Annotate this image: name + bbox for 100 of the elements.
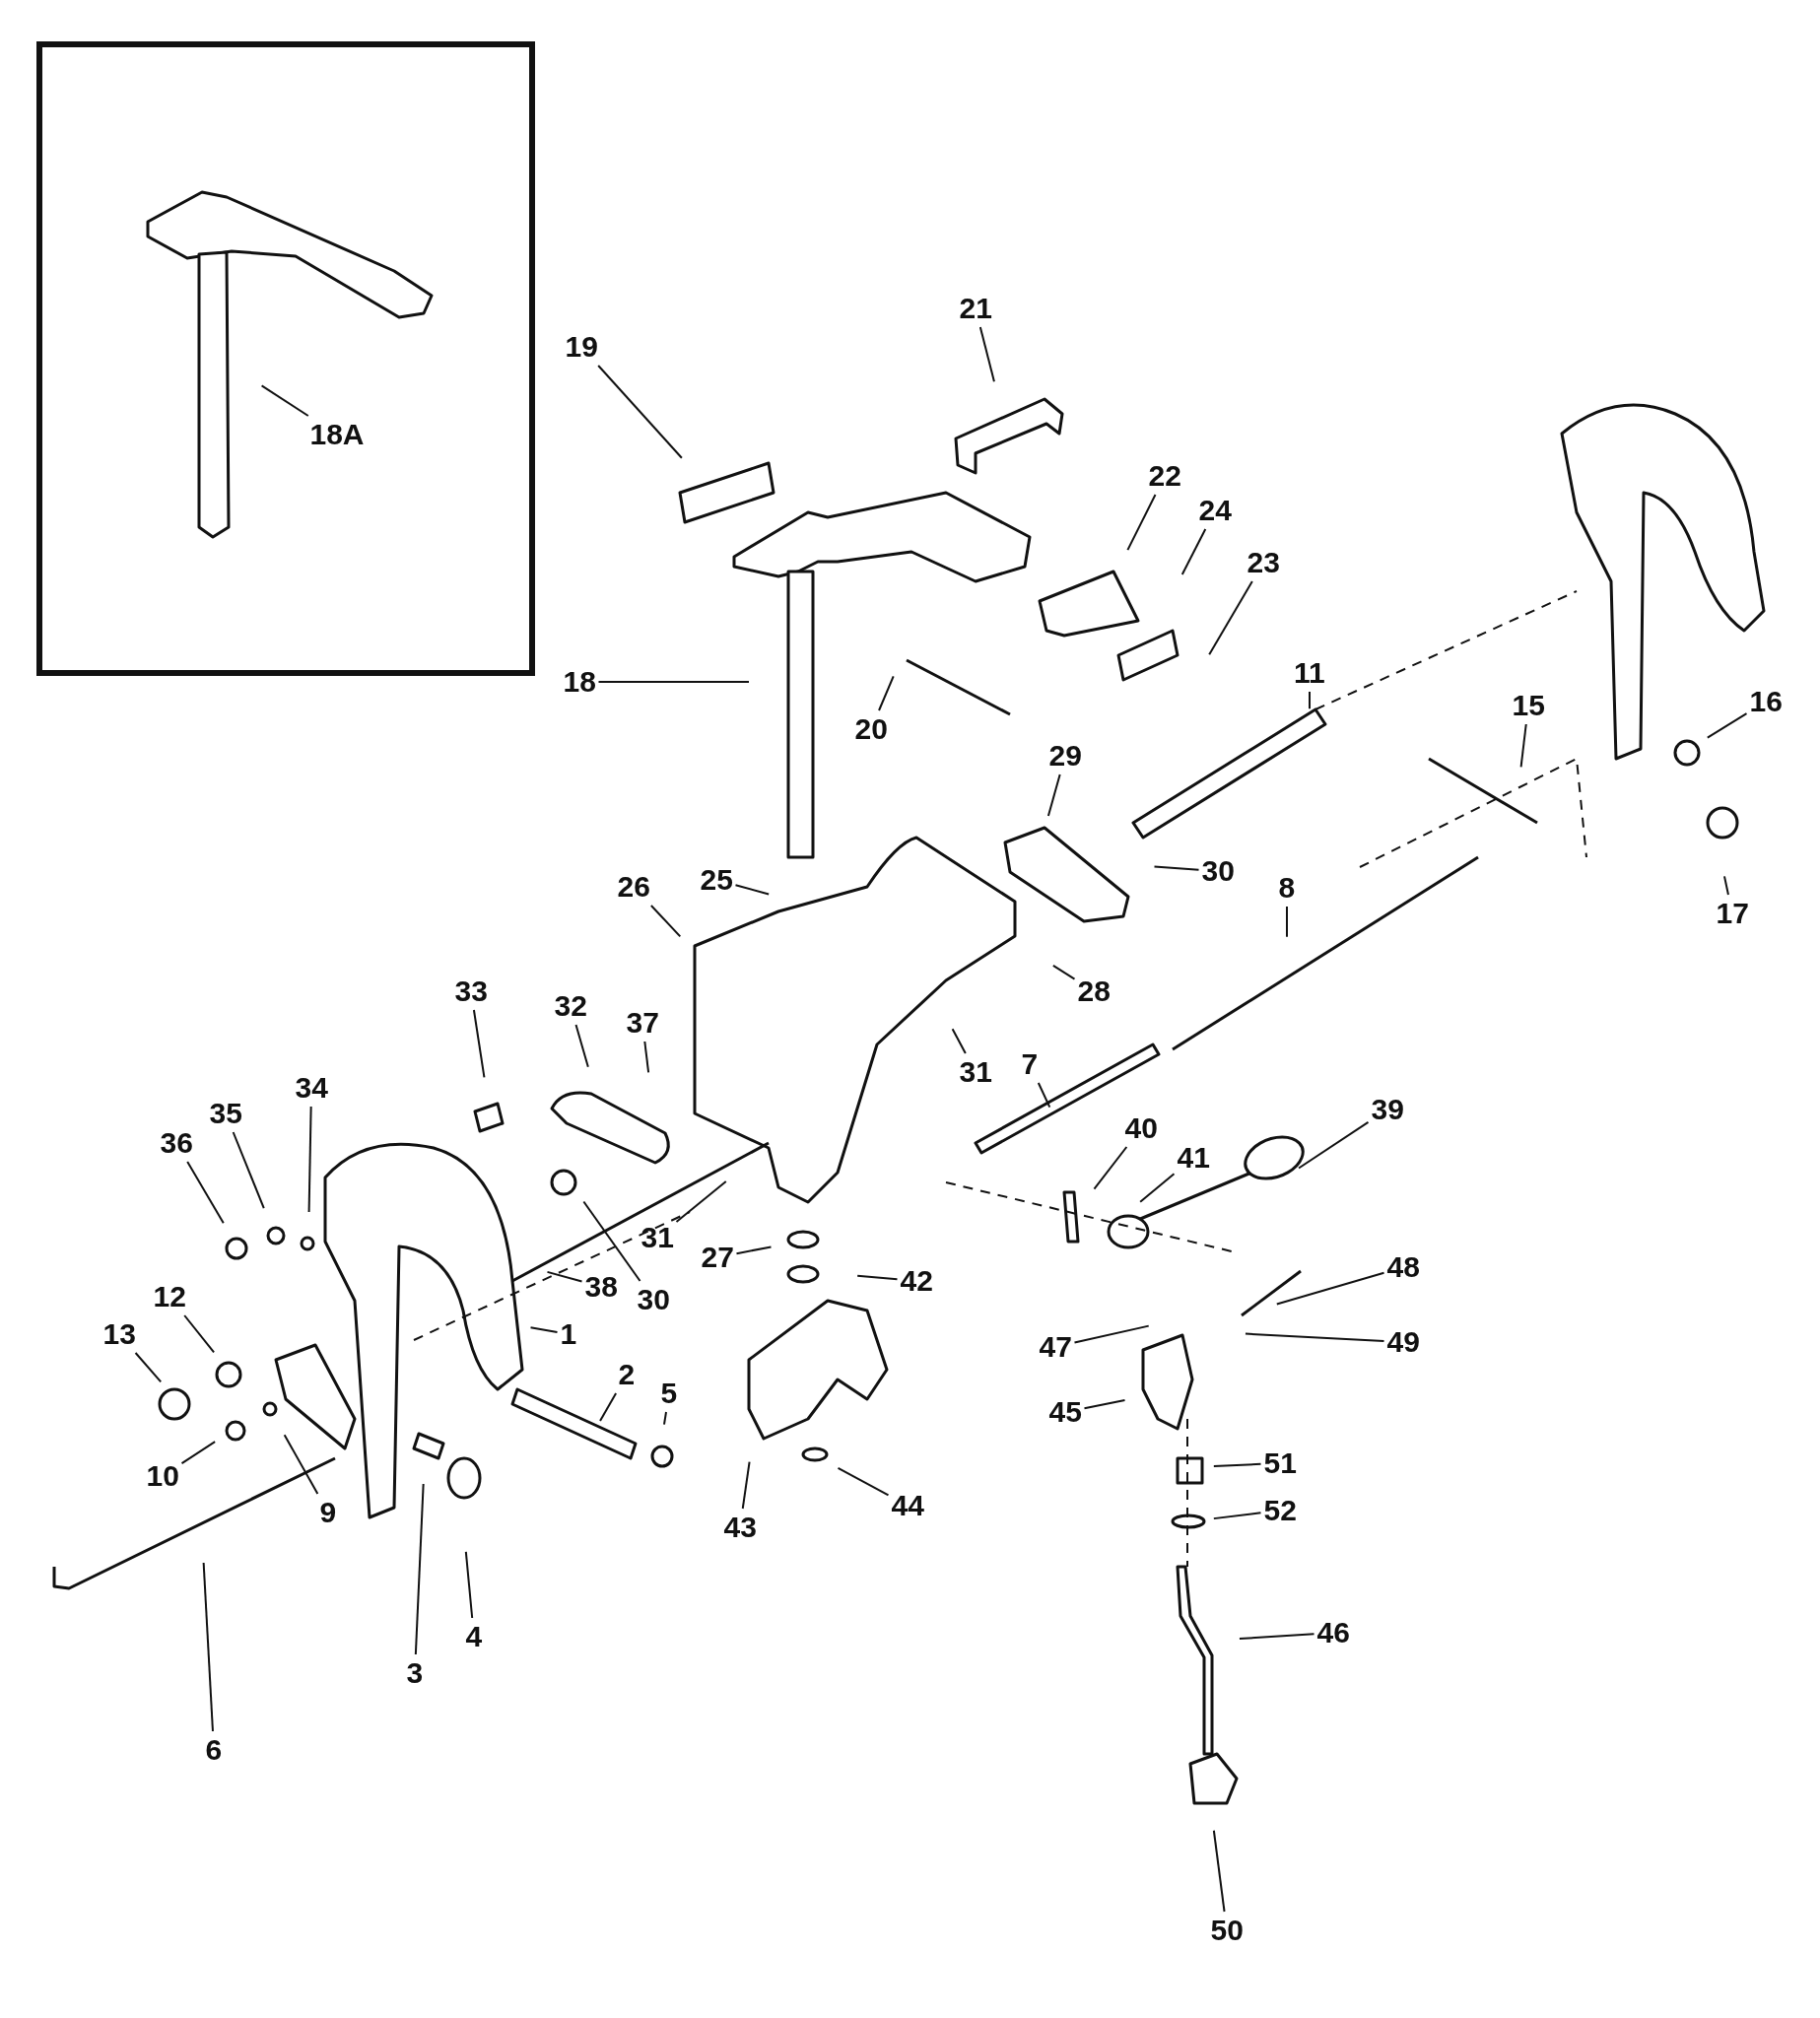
callout-number: 25 xyxy=(700,864,733,896)
callout-number: 13 xyxy=(102,1318,136,1350)
callout-number: 44 xyxy=(891,1490,924,1521)
callout-number: 10 xyxy=(146,1460,179,1492)
leader-line xyxy=(260,384,309,417)
callout-number: 43 xyxy=(723,1512,757,1543)
callout-number: 17 xyxy=(1716,898,1749,929)
callout-number: 31 xyxy=(640,1222,674,1253)
callout-number: 36 xyxy=(160,1127,193,1159)
leader-line xyxy=(472,1009,486,1079)
leader-line xyxy=(597,365,683,459)
callout-number: 20 xyxy=(854,713,888,745)
leader-line xyxy=(186,1161,225,1225)
callout-number: 33 xyxy=(454,975,488,1007)
leader-line xyxy=(734,884,771,896)
leader-line xyxy=(1244,1332,1385,1342)
leader-line xyxy=(978,326,995,383)
callout-number: 42 xyxy=(900,1265,933,1297)
callout-number: 30 xyxy=(1201,855,1235,887)
callout-number: 6 xyxy=(205,1734,223,1766)
leader-line xyxy=(1706,712,1748,739)
leader-line xyxy=(878,675,895,711)
leader-line xyxy=(663,1411,667,1426)
callout-number: 16 xyxy=(1749,686,1783,717)
leader-line xyxy=(1037,1082,1051,1109)
callout-number: 21 xyxy=(959,293,992,324)
callout-number: 15 xyxy=(1512,690,1545,721)
leader-line xyxy=(464,1550,474,1619)
leader-line xyxy=(1723,875,1729,896)
leader-line xyxy=(1083,1399,1126,1410)
leader-line xyxy=(735,1245,773,1255)
callout-number: 12 xyxy=(153,1281,186,1312)
leader-line xyxy=(856,1274,899,1281)
callout-number: 4 xyxy=(465,1621,483,1652)
callout-number: 22 xyxy=(1148,460,1181,492)
leader-line xyxy=(649,905,682,938)
leader-line xyxy=(1208,580,1253,656)
callout-number: 52 xyxy=(1263,1495,1297,1526)
callout-number: 50 xyxy=(1210,1915,1244,1946)
callout-number: 11 xyxy=(1294,657,1325,689)
callout-number: 26 xyxy=(617,871,650,903)
callout-number: 18 xyxy=(563,666,596,698)
leader-line xyxy=(1212,1512,1262,1520)
leader-line xyxy=(1212,1462,1262,1467)
callout-number: 2 xyxy=(618,1359,636,1390)
leader-line xyxy=(1180,528,1207,575)
leader-line xyxy=(134,1352,163,1383)
callout-number: 32 xyxy=(554,990,587,1022)
leader-line xyxy=(1153,865,1200,871)
callout-number: 48 xyxy=(1386,1251,1420,1283)
leader-line xyxy=(582,1200,641,1282)
leader-line xyxy=(1126,494,1157,552)
callout-number: 7 xyxy=(1021,1048,1039,1080)
leader-line xyxy=(546,1270,583,1283)
callout-number: 30 xyxy=(637,1284,670,1315)
leader-line xyxy=(414,1482,425,1655)
inset-frame xyxy=(36,41,535,676)
callout-number: 31 xyxy=(959,1056,992,1088)
callout-number: 28 xyxy=(1077,975,1111,1007)
callout-number: 45 xyxy=(1048,1396,1082,1428)
leader-line xyxy=(597,681,750,683)
leader-line xyxy=(1093,1146,1128,1190)
callout-number: 40 xyxy=(1124,1112,1158,1144)
leader-line xyxy=(1275,1271,1385,1306)
callout-number: 9 xyxy=(319,1497,337,1528)
leader-line xyxy=(741,1460,751,1510)
callout-number: 3 xyxy=(406,1657,424,1689)
callout-number: 37 xyxy=(626,1007,659,1039)
callout-number: 24 xyxy=(1198,495,1232,526)
callout-number: 27 xyxy=(701,1242,734,1273)
callout-number: 8 xyxy=(1278,872,1296,904)
leader-line xyxy=(180,1441,217,1465)
leader-line xyxy=(837,1466,890,1497)
callout-number: 23 xyxy=(1247,547,1280,578)
callout-number: 39 xyxy=(1371,1094,1404,1125)
leader-line xyxy=(529,1326,559,1333)
leader-line xyxy=(675,1180,727,1224)
leader-line xyxy=(1046,774,1061,817)
leader-line xyxy=(951,1028,967,1054)
callout-number: 47 xyxy=(1039,1331,1072,1363)
leader-line xyxy=(307,1106,312,1213)
leader-line xyxy=(1298,1120,1370,1170)
leader-line xyxy=(202,1561,214,1732)
leader-line xyxy=(232,1131,265,1210)
callout-number: 51 xyxy=(1263,1447,1297,1479)
leader-line xyxy=(1286,906,1288,938)
leader-line xyxy=(183,1314,216,1354)
callout-number: 34 xyxy=(295,1072,328,1104)
leader-line xyxy=(599,1392,618,1422)
leader-line xyxy=(1309,691,1311,710)
callout-number: 19 xyxy=(565,331,598,363)
leader-line xyxy=(1212,1829,1226,1913)
leader-line xyxy=(1073,1324,1150,1344)
leader-line xyxy=(1051,964,1076,980)
leader-line xyxy=(574,1024,589,1068)
callout-number: 1 xyxy=(560,1318,577,1350)
callout-number: 41 xyxy=(1177,1142,1210,1174)
leader-line xyxy=(1238,1633,1315,1641)
callout-number: 38 xyxy=(584,1271,618,1303)
callout-number: 35 xyxy=(209,1098,242,1129)
